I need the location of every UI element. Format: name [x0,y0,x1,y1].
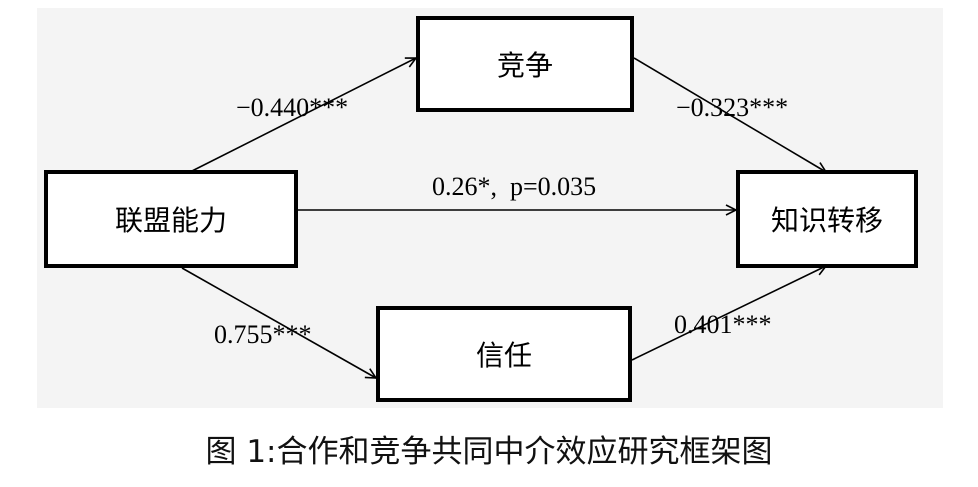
node-competition: 竞争 [416,16,634,112]
label-competition-target: −0.323*** [676,93,789,122]
figure-caption: 图 1:合作和竞争共同中介效应研究框架图 [205,434,773,470]
node-knowledge-transfer: 知识转移 [736,170,918,268]
label-trust-target: 0.401*** [674,310,772,339]
label-source-target: 0.26*, p=0.035 [432,172,597,201]
node-trust: 信任 [376,306,632,402]
arrow-competition-to-target [633,57,826,172]
arrow-source-to-competition [189,58,416,173]
arrow-source-to-trust [181,267,376,378]
label-source-trust: 0.755*** [214,320,312,349]
arrow-trust-to-target [631,266,826,361]
node-alliance-capability: 联盟能力 [44,170,298,268]
label-source-competition: −0.440*** [236,93,349,122]
